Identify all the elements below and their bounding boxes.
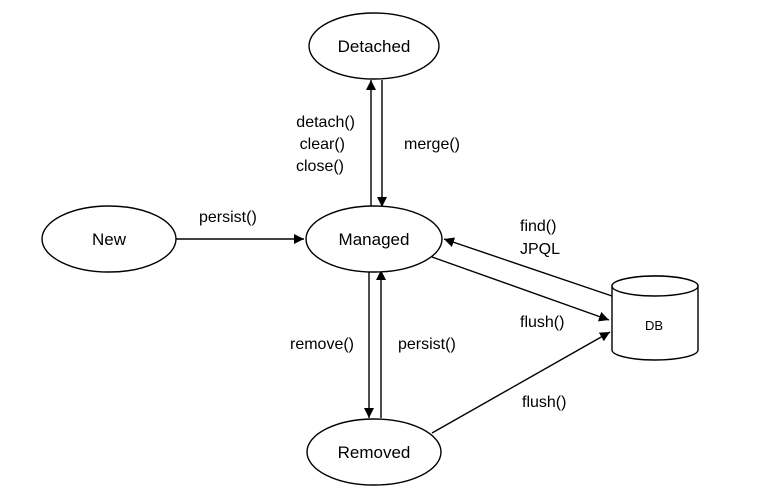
db-label: DB bbox=[645, 318, 663, 333]
node-managed-label: Managed bbox=[339, 230, 410, 249]
detach-label: detach() bbox=[296, 114, 355, 131]
close-label: close() bbox=[296, 158, 344, 175]
flush-label-removed: flush() bbox=[522, 394, 566, 411]
node-detached: Detached bbox=[308, 12, 440, 80]
edge-managed-to-db bbox=[431, 256, 610, 322]
clear-label: clear() bbox=[300, 136, 345, 153]
node-new: New bbox=[41, 205, 177, 273]
flush-label-managed: flush() bbox=[520, 314, 564, 331]
node-removed: Removed bbox=[306, 418, 442, 486]
node-managed: Managed bbox=[305, 205, 443, 273]
jpql-label: JPQL bbox=[520, 241, 560, 258]
persist-label-removed: persist() bbox=[398, 336, 456, 353]
edge-db-to-managed bbox=[443, 237, 613, 297]
find-label: find() bbox=[520, 218, 556, 235]
merge-label: merge() bbox=[404, 136, 460, 153]
remove-label: remove() bbox=[290, 336, 354, 353]
edge-removed-to-db bbox=[431, 331, 611, 434]
node-detached-label: Detached bbox=[338, 37, 411, 56]
persist-label-new: persist() bbox=[199, 209, 257, 226]
node-removed-label: Removed bbox=[338, 443, 411, 462]
node-db: DB bbox=[611, 275, 699, 361]
node-new-label: New bbox=[92, 230, 127, 249]
